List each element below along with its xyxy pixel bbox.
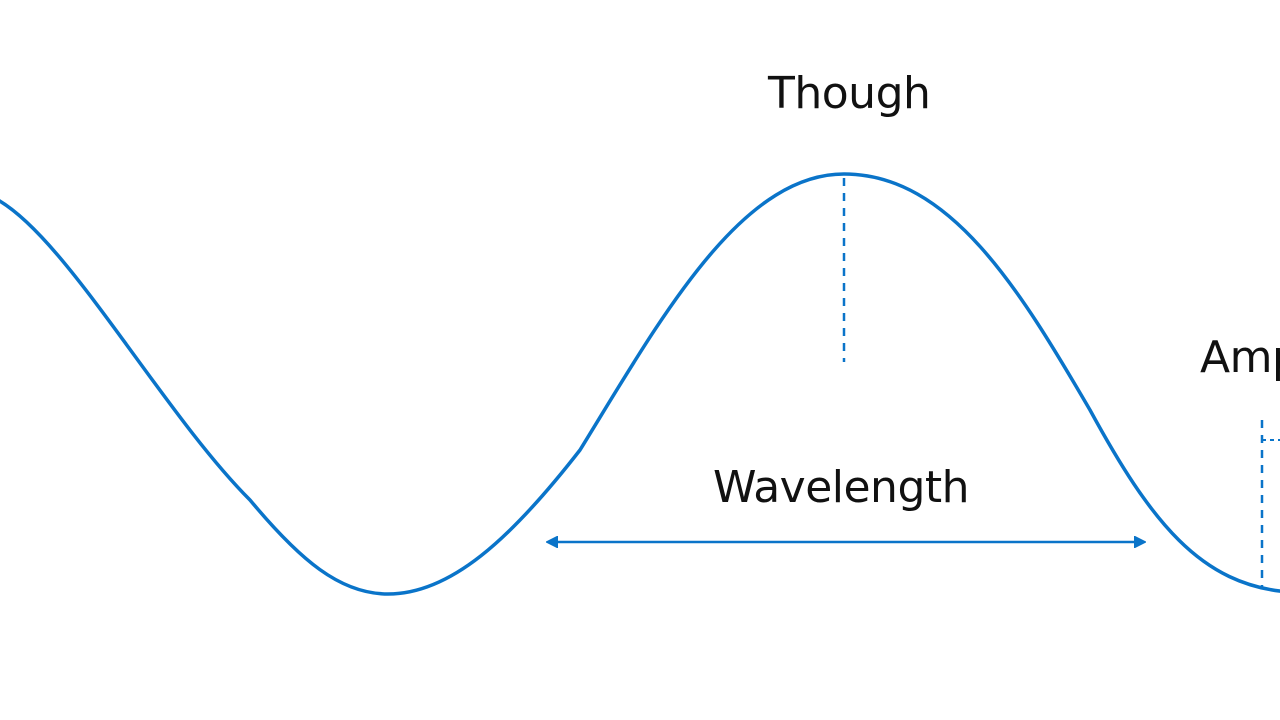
wavelength-label: Wavelength: [713, 462, 970, 513]
sine-wave-line: [0, 172, 1280, 596]
trough-label: Though: [768, 68, 931, 119]
amplitude-label: Amp: [1200, 332, 1280, 383]
